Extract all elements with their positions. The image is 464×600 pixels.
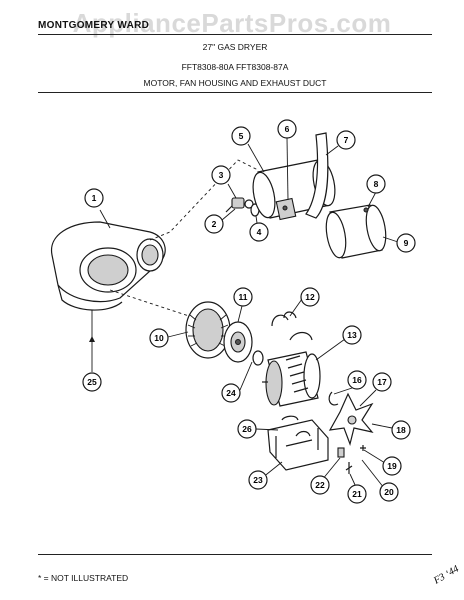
svg-text:8: 8	[374, 179, 379, 189]
svg-text:7: 7	[344, 135, 349, 145]
svg-text:5: 5	[239, 131, 244, 141]
leader-lines	[99, 137, 399, 489]
thermostat-part	[225, 197, 260, 217]
header-rule-bottom	[38, 92, 432, 93]
callout-19: 19	[382, 456, 402, 476]
svg-text:20: 20	[384, 487, 394, 497]
callout-16: 16	[347, 370, 367, 390]
watermark: AppliancePartsPros.com	[72, 8, 392, 38]
svg-text:23: 23	[253, 475, 263, 485]
callout-18: 18	[391, 420, 411, 440]
callout-17: 17	[372, 372, 392, 392]
svg-text:2: 2	[212, 219, 217, 229]
fan-housing-part	[51, 221, 166, 311]
nut-part	[337, 447, 345, 458]
callout-6: 6	[277, 119, 297, 139]
callout-3: 3	[211, 165, 231, 185]
svg-text:10: 10	[154, 333, 164, 343]
callout-8: 8	[366, 174, 386, 194]
motor-clip-part	[328, 391, 339, 406]
svg-text:1: 1	[92, 193, 97, 203]
svg-text:4: 4	[257, 227, 262, 237]
svg-text:19: 19	[387, 461, 397, 471]
mount-strap-part	[281, 415, 299, 421]
svg-text:26: 26	[242, 424, 252, 434]
duct-extension-part	[325, 204, 387, 259]
svg-text:21: 21	[352, 489, 362, 499]
svg-text:3: 3	[219, 170, 224, 180]
footnote: * = NOT ILLUSTRATED	[38, 573, 129, 583]
callout-1: 1	[84, 188, 104, 208]
callout-12: 12	[300, 287, 320, 307]
svg-text:17: 17	[377, 377, 387, 387]
callout-25: 25	[82, 372, 102, 392]
svg-text:13: 13	[347, 330, 357, 340]
blower-wheel-part	[185, 301, 231, 359]
pulley-part	[223, 321, 253, 363]
page-mark: F3 ‘44	[431, 564, 461, 588]
callout-11: 11	[233, 287, 253, 307]
model-numbers: FFT8308-80A FFT8308-87A	[181, 62, 289, 72]
callout-5: 5	[231, 126, 251, 146]
callout-4: 4	[249, 222, 269, 242]
svg-text:11: 11	[239, 292, 248, 302]
callout-20: 20	[379, 482, 399, 502]
motor-mount-part	[267, 419, 329, 471]
header-rule-top	[38, 34, 432, 35]
duct-strip-part	[305, 132, 329, 219]
callout-9: 9	[396, 233, 416, 253]
spring-clip-part	[271, 311, 297, 327]
svg-text:25: 25	[87, 377, 97, 387]
svg-text:18: 18	[396, 425, 406, 435]
callout-26: 26	[237, 419, 257, 439]
svg-text:6: 6	[285, 124, 290, 134]
bolt-part	[345, 462, 353, 474]
svg-text:16: 16	[352, 375, 362, 385]
motor-part	[262, 331, 321, 407]
svg-text:24: 24	[226, 388, 236, 398]
brand-header: MONTGOMERY WARD	[38, 20, 150, 31]
callout-24: 24	[221, 383, 241, 403]
svg-text:9: 9	[404, 238, 409, 248]
footer-rule	[38, 554, 432, 555]
washer-part	[252, 350, 264, 366]
callout-21: 21	[347, 484, 367, 504]
callout-10: 10	[149, 328, 169, 348]
callout-22: 22	[310, 475, 330, 495]
diagram-title: 27" GAS DRYER	[202, 42, 268, 52]
svg-text:22: 22	[315, 480, 325, 490]
callout-23: 23	[248, 470, 268, 490]
svg-text:12: 12	[305, 292, 315, 302]
screw-part	[360, 445, 366, 451]
section-title: MOTOR, FAN HOUSING AND EXHAUST DUCT	[143, 78, 327, 88]
callout-2: 2	[204, 214, 224, 234]
callout-7: 7	[336, 130, 356, 150]
callout-13: 13	[342, 325, 362, 345]
idler-arm-part	[328, 392, 374, 447]
part-25-arrowhead	[89, 336, 95, 342]
